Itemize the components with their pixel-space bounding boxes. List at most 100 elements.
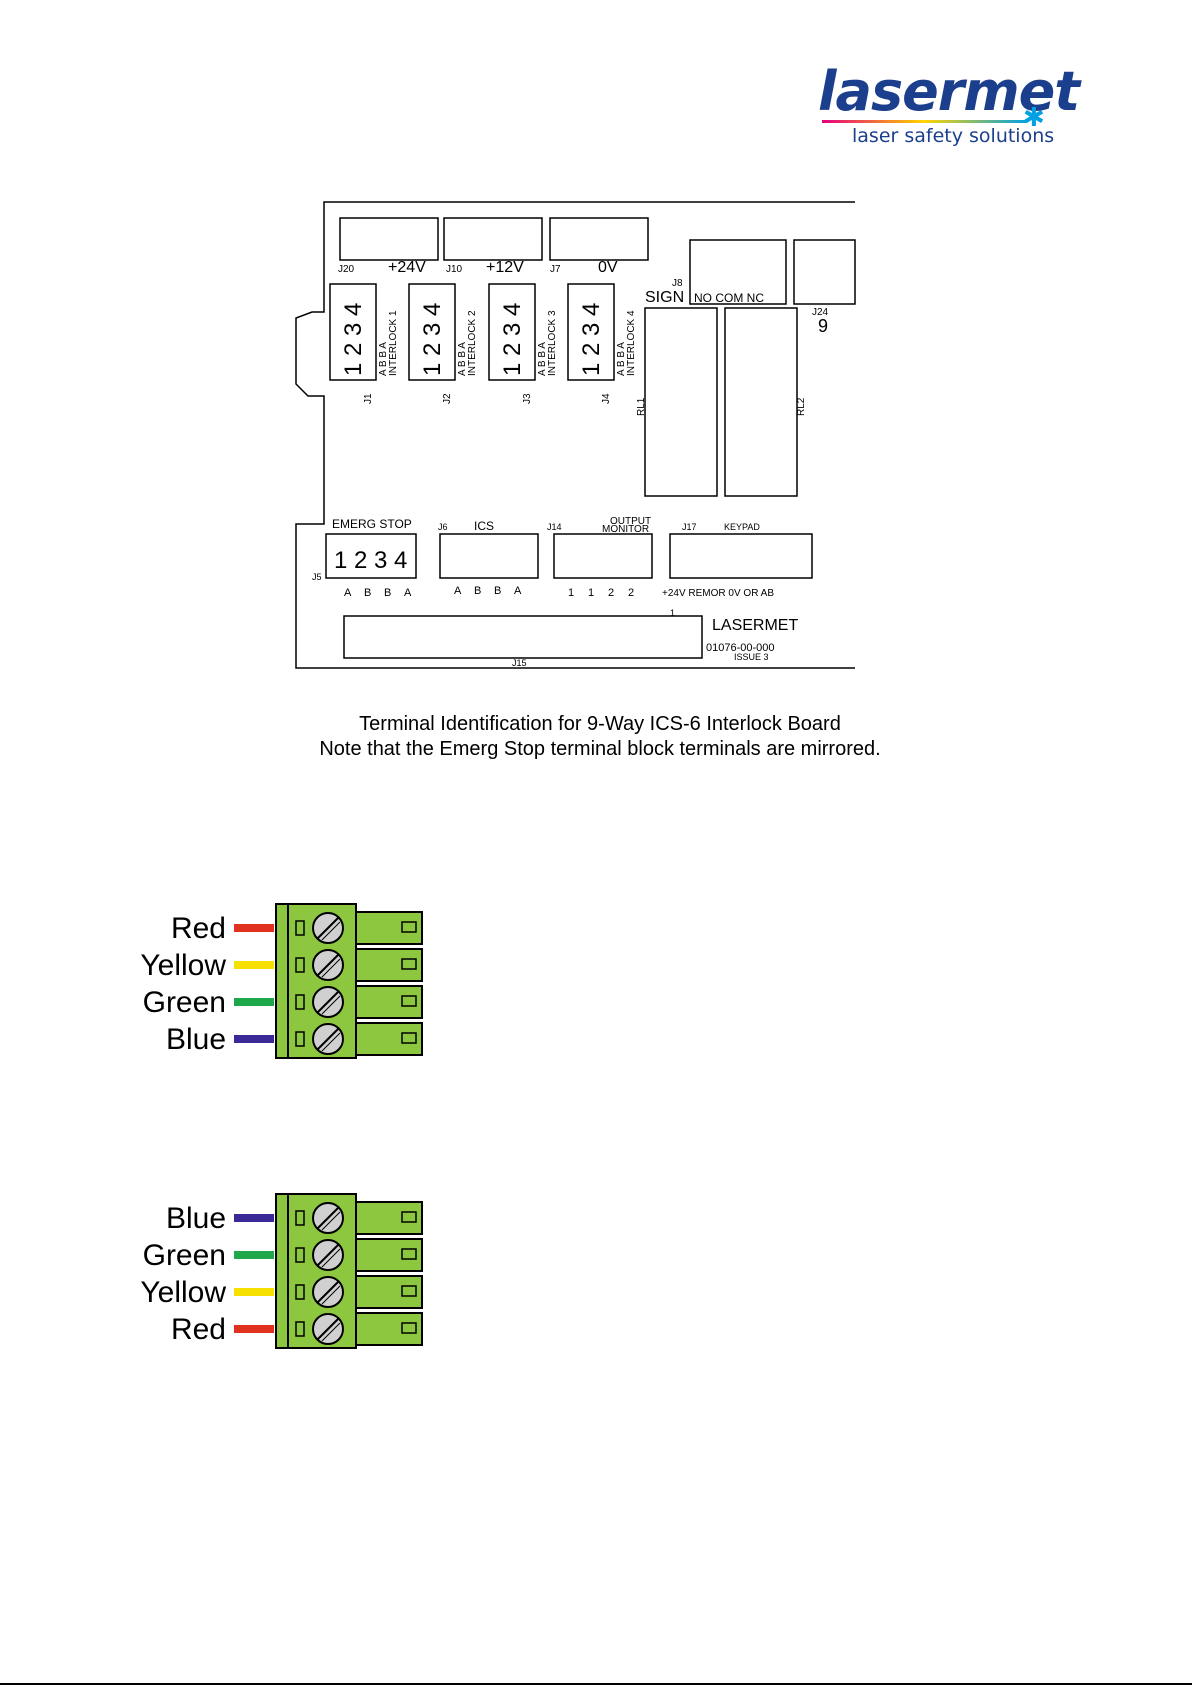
j6-pin-b1: B: [474, 585, 481, 597]
clamp-window: [295, 994, 305, 1010]
emerg-stop-label: EMERG STOP: [332, 517, 412, 531]
diagram-caption: Terminal Identification for 9-Way ICS-6 …: [200, 712, 1000, 762]
keypad-extra: 1: [670, 608, 675, 618]
screw-slot-edge: [321, 995, 341, 1015]
caption-line-1: Terminal Identification for 9-Way ICS-6 …: [359, 713, 841, 735]
clamp-window: [295, 1210, 305, 1226]
wire-blue: [234, 1035, 274, 1043]
tongue-slot: [401, 1032, 417, 1044]
j6-ref: J6: [438, 522, 448, 532]
screw-slot: [317, 1281, 339, 1303]
j7-ref: J7: [550, 264, 561, 275]
screw-slot-edge: [321, 958, 341, 978]
wire-label-yellow: Yellow: [140, 1276, 226, 1309]
j1-pins: 1 2 3 4: [340, 303, 367, 376]
wire-label-green: Green: [143, 1239, 226, 1272]
j8-ref: J8: [672, 278, 683, 289]
j14-pin-2b: 2: [628, 587, 634, 599]
wire-label-red: Red: [171, 912, 226, 945]
board-outline: [295, 201, 855, 669]
j5-connector: [325, 533, 417, 579]
board-svg: J20 +24V J10 +12V J7 0V J8 SIGN NO COM N…: [295, 201, 856, 669]
screw-slot: [317, 954, 339, 976]
j6-connector: [439, 533, 539, 579]
j2-pin-labels: A B B A: [457, 342, 468, 376]
logo-gradient-bar: [822, 120, 1027, 123]
j6-pin-a1: A: [454, 585, 462, 597]
clamp-window: [295, 920, 305, 936]
rl2-label: RL2: [796, 397, 807, 416]
wire-label-blue: Blue: [166, 1202, 226, 1235]
screw-slot-edge: [321, 1248, 341, 1268]
j14-pin-1a: 1: [568, 587, 574, 599]
j4-pins: 1 2 3 4: [578, 303, 605, 376]
clamp-window: [295, 1247, 305, 1263]
j24-ref: J24: [812, 307, 829, 318]
ics-label: ICS: [474, 519, 494, 533]
clamp-window: [295, 1031, 305, 1047]
j1-ref: J1: [363, 393, 374, 404]
screw-slot-edge: [321, 1032, 341, 1052]
j5-pin-a1: A: [344, 587, 352, 599]
board-brand: LASERMET: [712, 617, 798, 634]
screw-slot-edge: [321, 1285, 341, 1305]
screw-slot: [317, 1318, 339, 1340]
screw-slot-edge: [321, 1322, 341, 1342]
j4-connector: [567, 283, 615, 381]
screw-slot: [317, 1028, 339, 1050]
logo-tagline: laser safety solutions: [852, 125, 1055, 147]
wire-label-yellow: Yellow: [140, 949, 226, 982]
j3-connector: [488, 283, 536, 381]
tongue-slot: [401, 958, 417, 970]
j7-label: 0V: [598, 259, 618, 276]
j3-pins: 1 2 3 4: [499, 303, 526, 376]
screw-slot: [317, 1244, 339, 1266]
tongue-slot: [401, 1322, 417, 1334]
j14-connector: [553, 533, 653, 579]
wire-label-green: Green: [143, 986, 226, 1019]
page-bottom-rule: [0, 1683, 1192, 1685]
tongue-slot: [401, 1211, 417, 1223]
j17-ref: J17: [682, 522, 697, 532]
j14-pin-2a: 2: [608, 587, 614, 599]
j3-ref: J3: [522, 393, 533, 404]
rl2-relay: [724, 307, 798, 497]
wire-red: [234, 1325, 274, 1333]
j7-connector: [549, 217, 649, 261]
rl1-label: RL1: [636, 397, 647, 416]
output-label: OUTPUT: [610, 516, 651, 527]
board-part-no: 01076-00-000: [706, 642, 775, 654]
wire-red: [234, 924, 274, 932]
wire-label-red: Red: [171, 1313, 226, 1346]
clamp-window: [295, 1284, 305, 1300]
screw-slot: [317, 917, 339, 939]
j2-pins: 1 2 3 4: [419, 303, 446, 376]
j1-pin-labels: A B B A: [378, 342, 389, 376]
j3-pin-labels: A B B A: [537, 342, 548, 376]
j4-pin-labels: A B B A: [616, 342, 627, 376]
j5-ref: J5: [312, 572, 322, 582]
wire-green: [234, 1251, 274, 1259]
j24-connector: [793, 239, 856, 305]
j6-pin-b2: B: [494, 585, 501, 597]
tongue-slot: [401, 1285, 417, 1297]
j1-name: INTERLOCK 1: [388, 310, 399, 376]
j4-name: INTERLOCK 4: [626, 310, 637, 376]
j5-pin-b2: B: [384, 587, 391, 599]
j2-ref: J2: [442, 393, 453, 404]
lasermet-logo: lasermet ✱ laser safety solutions: [818, 62, 1080, 152]
j2-connector: [408, 283, 456, 381]
j10-label: +12V: [486, 259, 524, 276]
j20-label: +24V: [388, 259, 426, 276]
j6-pin-a2: A: [514, 585, 522, 597]
tongue-slot: [401, 921, 417, 933]
monitor-label: MONITOR: [602, 524, 649, 535]
interlock-board-diagram: J20 +24V J10 +12V J7 0V J8 SIGN NO COM N…: [292, 198, 862, 678]
board-issue: ISSUE 3: [734, 652, 769, 662]
j3-name: INTERLOCK 3: [547, 310, 558, 376]
emerg-stop-pins: 1 2 3 4: [334, 547, 407, 574]
